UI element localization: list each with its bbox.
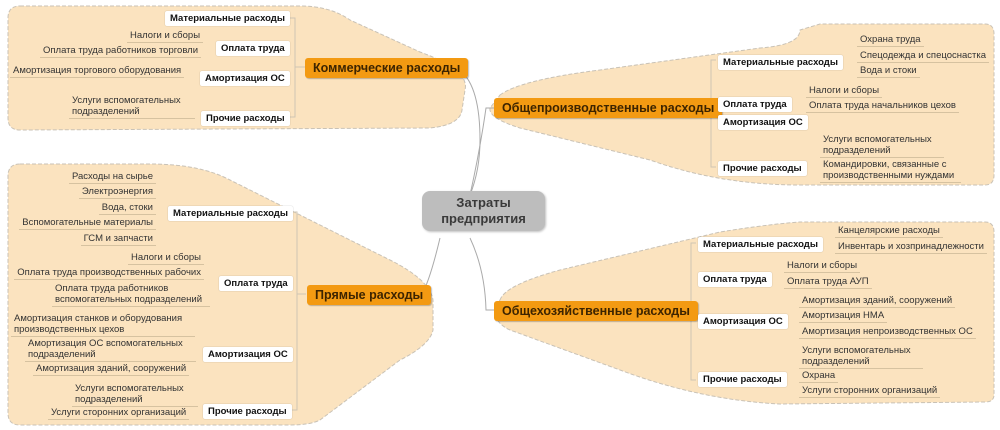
production-material-leaf[interactable]: Спецодежда и спецоснастка (857, 49, 990, 63)
direct-material-leaf[interactable]: Расходы на сырье (68, 170, 156, 184)
general-other-leaf[interactable]: Охрана (799, 369, 839, 383)
direct-material-leaf[interactable]: Вспомогательные материалы (19, 216, 156, 230)
root-node[interactable]: Затраты предприятия (422, 191, 545, 231)
production-other-leaf[interactable]: Услуги вспомогательных подразделений (820, 133, 944, 158)
production-material-leaf[interactable]: Вода и стоки (857, 64, 920, 78)
direct-labor[interactable]: Оплата труда (219, 276, 293, 291)
branch-general[interactable]: Общехозяйственные расходы (494, 301, 698, 321)
commercial-labor[interactable]: Оплата труда (216, 41, 290, 56)
branch-commercial[interactable]: Коммерческие расходы (305, 58, 469, 78)
production-other[interactable]: Прочие расходы (718, 161, 807, 176)
production-other-leaf[interactable]: Командировки, связанные с производственн… (820, 158, 961, 183)
direct-amort[interactable]: Амортизация ОС (203, 347, 293, 362)
connector-root-production (469, 107, 496, 196)
direct-labor-leaf[interactable]: Оплата труда работников вспомогательных … (52, 282, 210, 307)
production-amort[interactable]: Амортизация ОС (718, 115, 808, 130)
general-material-leaf[interactable]: Канцелярские расходы (835, 224, 943, 238)
general-other[interactable]: Прочие расходы (698, 372, 787, 387)
general-labor-leaf[interactable]: Оплата труда АУП (784, 275, 872, 289)
direct-material-leaf[interactable]: ГСМ и запчасти (80, 232, 156, 246)
commercial-other[interactable]: Прочие расходы (201, 111, 290, 126)
general-amort-leaf[interactable]: Амортизация НМА (799, 309, 888, 323)
direct-other-leaf[interactable]: Услуги сторонних организаций (48, 406, 190, 420)
general-labor-leaf[interactable]: Налоги и сборы (784, 259, 861, 273)
direct-amort-leaf[interactable]: Амортизация зданий, сооружений (33, 362, 190, 376)
commercial-labor-leaf[interactable]: Оплата труда работников торговли (40, 44, 201, 58)
production-labor-leaf[interactable]: Налоги и сборы (806, 84, 883, 98)
commercial-other-leaf[interactable]: Услуги вспомогательных подразделений (69, 94, 195, 119)
production-labor-leaf[interactable]: Оплата труда начальников цехов (806, 99, 959, 113)
direct-labor-leaf[interactable]: Оплата труда производственных рабочих (14, 266, 204, 280)
commercial-material[interactable]: Материальные расходы (165, 11, 290, 26)
direct-labor-leaf[interactable]: Налоги и сборы (127, 251, 204, 265)
production-material-leaf[interactable]: Охрана труда (857, 33, 924, 47)
direct-material[interactable]: Материальные расходы (168, 206, 293, 221)
branch-production[interactable]: Общепроизводственные расходы (494, 98, 723, 118)
production-material[interactable]: Материальные расходы (718, 55, 843, 70)
general-amort-leaf[interactable]: Амортизация непроизводственных ОС (799, 325, 976, 339)
root-line-2: предприятия (441, 211, 526, 226)
region-general (495, 221, 995, 405)
general-amort[interactable]: Амортизация ОС (698, 314, 788, 329)
general-material[interactable]: Материальные расходы (698, 237, 823, 252)
direct-amort-leaf[interactable]: Амортизация ОС вспомогательных подраздел… (25, 337, 196, 362)
direct-other-leaf[interactable]: Услуги вспомогательных подразделений (72, 382, 198, 407)
root-line-1: Затраты (456, 195, 511, 210)
commercial-amort-leaf[interactable]: Амортизация торгового оборудования (10, 64, 185, 78)
region-commercial (7, 5, 466, 131)
direct-other[interactable]: Прочие расходы (203, 404, 292, 419)
general-other-leaf[interactable]: Услуги сторонних организаций (799, 384, 941, 398)
connector-root-general (469, 237, 496, 311)
general-amort-leaf[interactable]: Амортизация зданий, сооружений (799, 294, 956, 308)
commercial-amort[interactable]: Амортизация ОС (200, 71, 290, 86)
general-labor[interactable]: Оплата труда (698, 272, 772, 287)
branch-direct[interactable]: Прямые расходы (307, 285, 432, 305)
direct-material-leaf[interactable]: Вода, стоки (98, 201, 156, 215)
general-material-leaf[interactable]: Инвентарь и хозпринадлежности (835, 240, 987, 254)
production-labor[interactable]: Оплата труда (718, 97, 792, 112)
commercial-labor-leaf[interactable]: Налоги и сборы (127, 29, 204, 43)
direct-material-leaf[interactable]: Электроэнергия (78, 185, 156, 199)
direct-amort-leaf[interactable]: Амортизация станков и оборудования произ… (11, 312, 195, 337)
general-other-leaf[interactable]: Услуги вспомогательных подразделений (799, 344, 923, 369)
